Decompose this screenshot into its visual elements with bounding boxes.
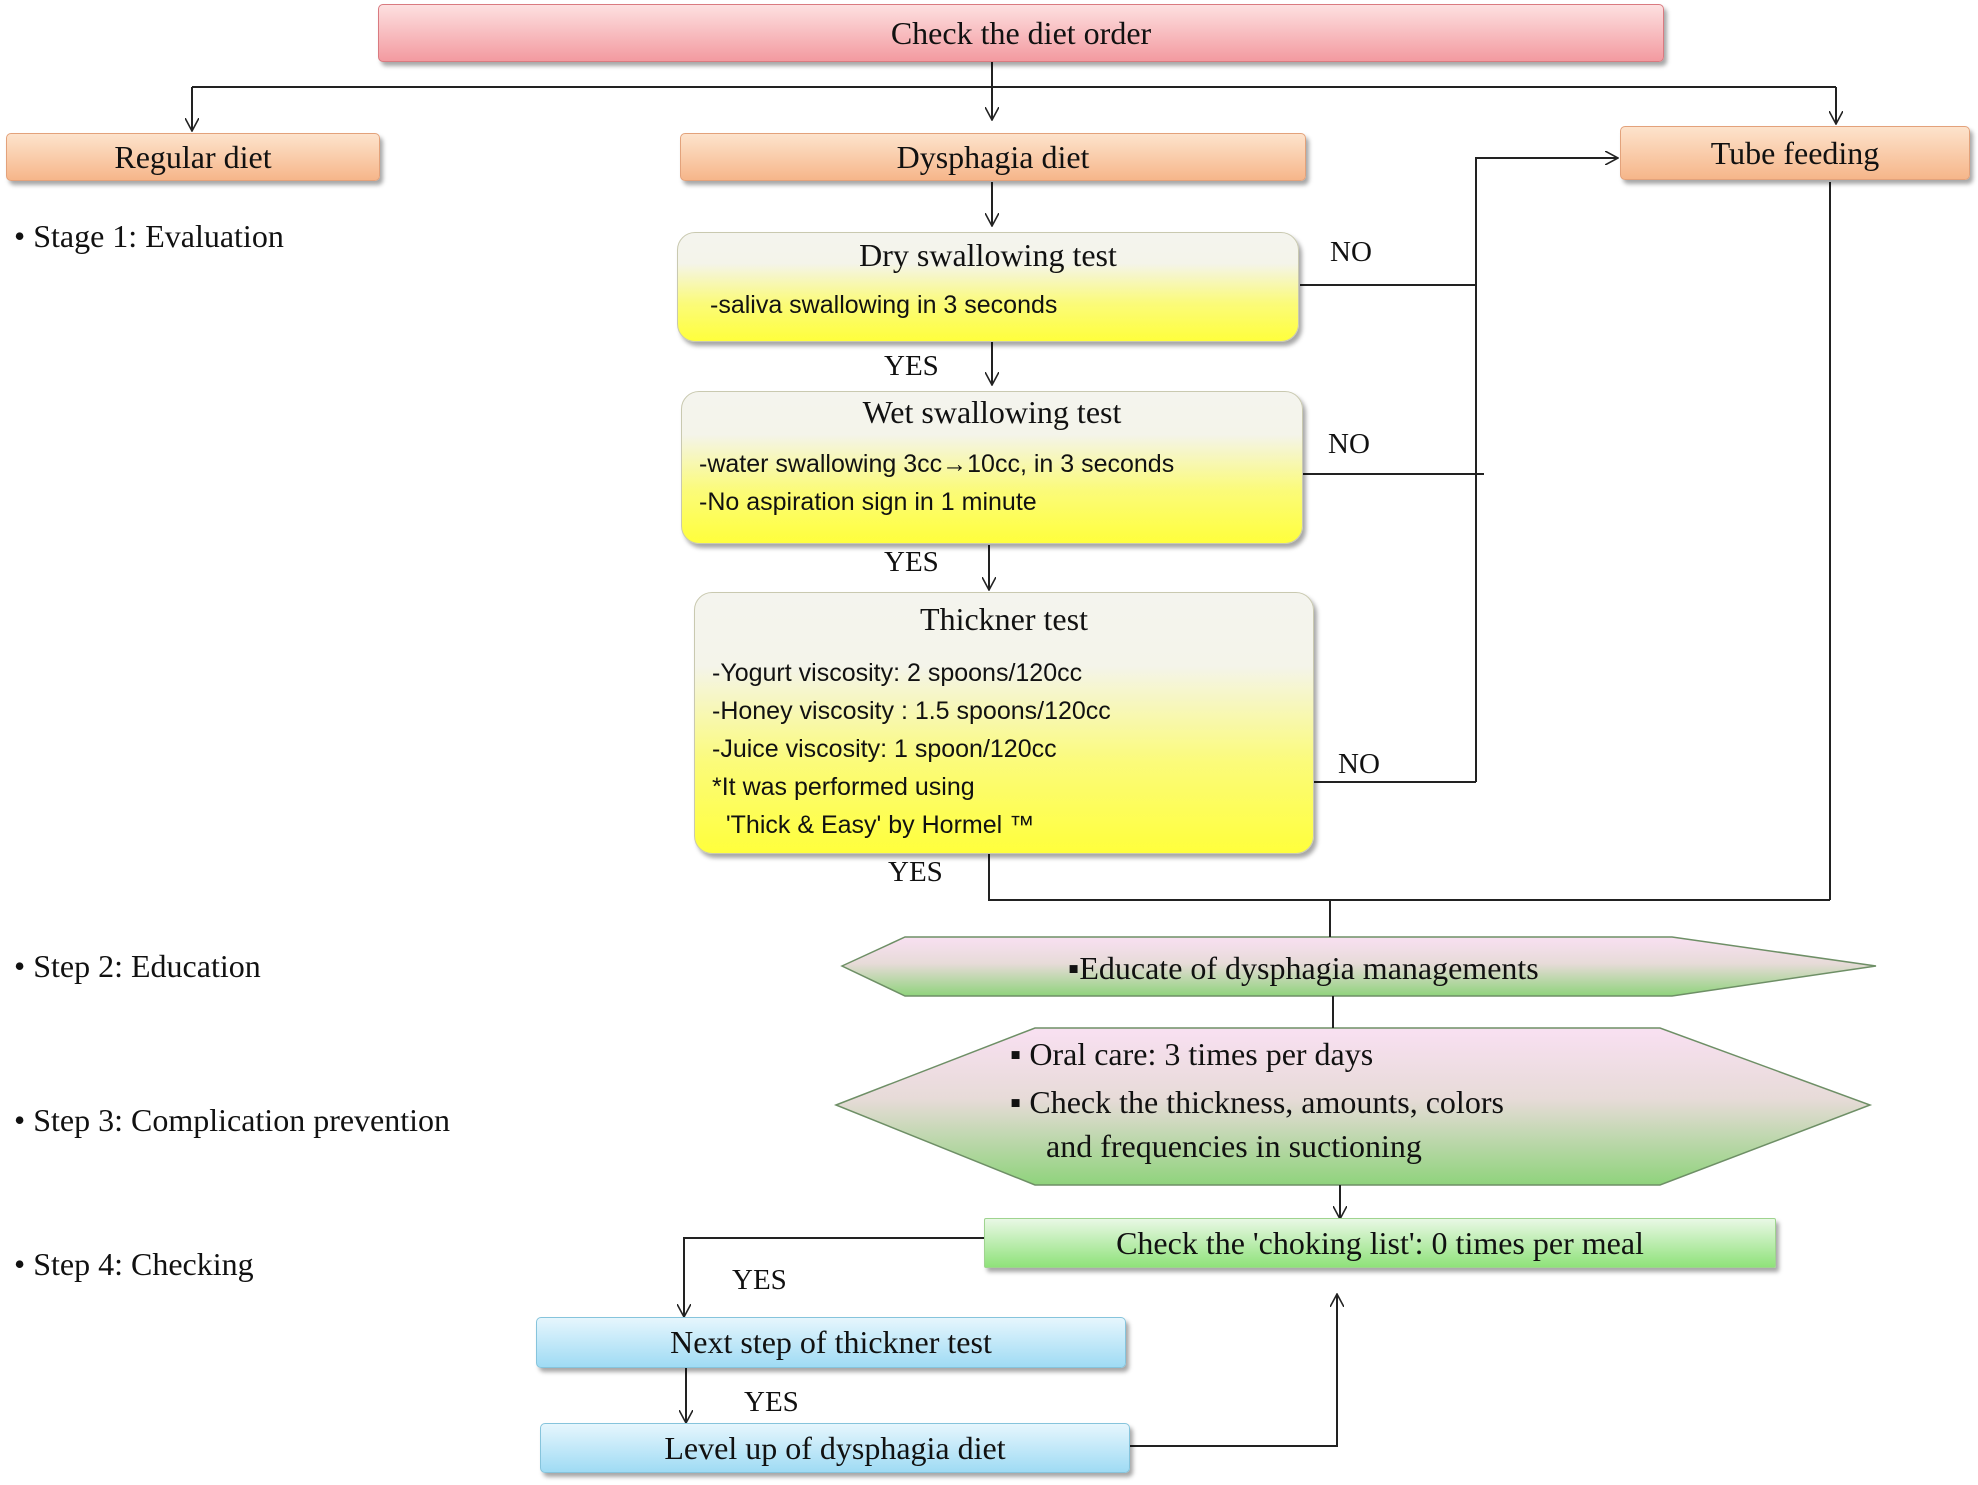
thickner-criterion: *It was performed using xyxy=(712,773,975,801)
yes-label: YES xyxy=(884,546,939,578)
thickner-test-box: Thickner test -Yogurt viscosity: 2 spoon… xyxy=(694,592,1314,854)
thickner-criterion: 'Thick & Easy' by Hormel ™ xyxy=(712,811,1035,839)
step-4-label: • Step 4: Checking xyxy=(14,1246,254,1283)
tube-feeding-label: Tube feeding xyxy=(1710,134,1880,171)
level-up-box: Level up of dysphagia diet xyxy=(540,1423,1130,1473)
wet-swallowing-criterion: -water swallowing 3cc→10cc, in 3 seconds xyxy=(699,450,1175,478)
thickner-test-title: Thickner test xyxy=(920,601,1088,637)
stage-1-label: • Stage 1: Evaluation xyxy=(14,218,284,255)
thickner-criterion: -Juice viscosity: 1 spoon/120cc xyxy=(712,735,1057,763)
education-hexagon xyxy=(840,936,1877,997)
education-text: ▪Educate of dysphagia managements xyxy=(1068,950,1539,986)
dry-swallowing-test-box: Dry swallowing test -saliva swallowing i… xyxy=(677,232,1299,342)
regular-diet-label: Regular diet xyxy=(114,138,272,175)
step-3-label: • Step 3: Complication prevention xyxy=(14,1102,450,1139)
choking-list-box: Check the 'choking list': 0 times per me… xyxy=(984,1218,1776,1268)
yes-label: YES xyxy=(732,1264,787,1296)
step-4-text: Step 4: Checking xyxy=(33,1246,254,1282)
bullet: • xyxy=(14,1102,26,1138)
yes-label: YES xyxy=(884,350,939,382)
thickner-criterion: -Yogurt viscosity: 2 spoons/120cc xyxy=(712,659,1083,687)
suction-check-text-cont: and frequencies in suctioning xyxy=(1046,1128,1422,1164)
wet-swallowing-criterion: -No aspiration sign in 1 minute xyxy=(699,488,1037,516)
dry-swallowing-criterion: -saliva swallowing in 3 seconds xyxy=(710,291,1058,319)
prevention-hexagon xyxy=(833,1027,1873,1186)
next-step-label: Next step of thickner test xyxy=(670,1324,992,1360)
next-step-box: Next step of thickner test xyxy=(536,1317,1126,1368)
wet-swallowing-test-box: Wet swallowing test -water swallowing 3c… xyxy=(681,391,1303,544)
dysphagia-diet-label: Dysphagia diet xyxy=(896,138,1090,175)
step-2-text: Step 2: Education xyxy=(33,948,261,984)
yes-label: YES xyxy=(888,856,943,888)
thickner-criterion: -Honey viscosity : 1.5 spoons/120cc xyxy=(712,697,1111,725)
step-3-text: Step 3: Complication prevention xyxy=(33,1102,451,1138)
wet-swallowing-test-title: Wet swallowing test xyxy=(862,394,1122,430)
no-label: NO xyxy=(1330,236,1372,268)
tube-feeding-box: Tube feeding xyxy=(1620,126,1970,180)
oral-care-text: ▪ Oral care: 3 times per days xyxy=(1010,1036,1374,1072)
choking-list-label: Check the 'choking list': 0 times per me… xyxy=(1116,1224,1644,1261)
no-label: NO xyxy=(1328,428,1370,460)
step-2-label: • Step 2: Education xyxy=(14,948,261,985)
regular-diet-box: Regular diet xyxy=(6,133,380,181)
bullet: • xyxy=(14,948,26,984)
check-diet-order-box: Check the diet order xyxy=(378,4,1664,62)
check-diet-order-label: Check the diet order xyxy=(890,14,1152,51)
suction-check-text: ▪ Check the thickness, amounts, colors xyxy=(1010,1084,1504,1120)
stage-1-text: Stage 1: Evaluation xyxy=(33,218,284,254)
bullet: • xyxy=(14,1246,26,1282)
dry-swallowing-test-title: Dry swallowing test xyxy=(859,237,1117,273)
bullet: • xyxy=(14,218,26,254)
no-label: NO xyxy=(1338,748,1380,780)
yes-label: YES xyxy=(744,1386,799,1418)
dysphagia-diet-box: Dysphagia diet xyxy=(680,133,1306,181)
level-up-label: Level up of dysphagia diet xyxy=(664,1429,1006,1466)
